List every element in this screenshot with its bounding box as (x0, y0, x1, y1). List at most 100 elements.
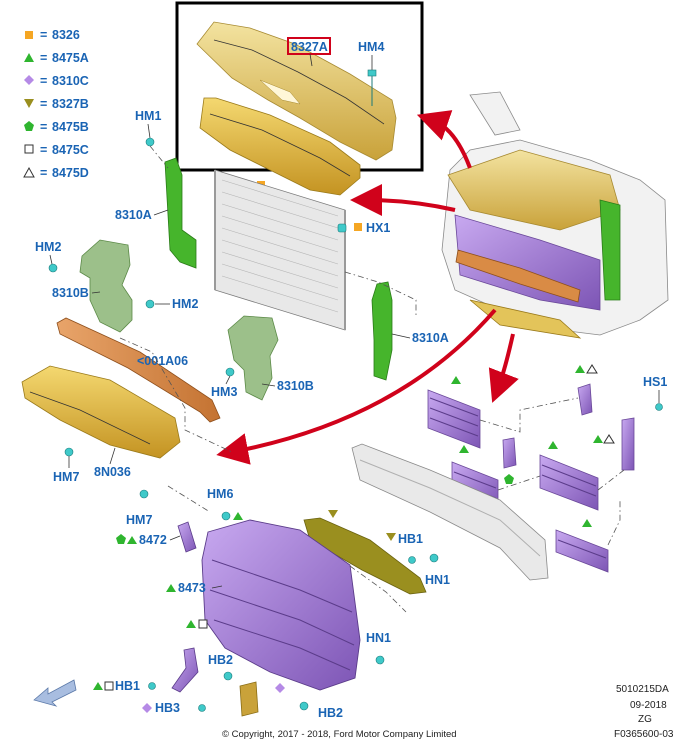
clip-hn1-icon (375, 655, 385, 665)
green-triangle-icon (451, 376, 461, 384)
side-bracket-8310a-left (164, 157, 197, 269)
green-triangle-icon (127, 536, 137, 544)
green-triangle-icon (24, 53, 34, 62)
olive-down-triangle-icon (386, 533, 396, 541)
orange-square-icon (354, 223, 362, 231)
purple-diamond-icon (275, 683, 285, 693)
label-hm2-b: HM2 (172, 297, 198, 311)
clip-hs1-icon (655, 403, 663, 411)
green-pentagon-icon (24, 121, 34, 131)
side-bracket-lower-left (171, 647, 199, 693)
ref-line-2: 09-2018 (630, 700, 667, 711)
purple-diamond-icon (142, 703, 152, 713)
clip-hb2-icon (299, 701, 309, 711)
vehicle-front-end (441, 91, 669, 339)
label-hm3: HM3 (211, 385, 237, 399)
label-001a06: <001A06 (137, 354, 188, 368)
legend-eq: = (40, 97, 47, 111)
legend-code-8475d: 8475D (52, 166, 89, 180)
label-hm7-a: HM7 (53, 470, 79, 484)
green-triangle-icon (233, 512, 243, 520)
label-8310a-left: 8310A (115, 208, 152, 222)
callout-arrow-upper (416, 110, 472, 169)
white-square-icon (104, 681, 114, 691)
legend-eq: = (40, 143, 47, 157)
legend-eq: = (40, 74, 47, 88)
clip-hb2-icon (223, 671, 233, 681)
copyright-notice: © Copyright, 2017 - 2018, Ford Motor Com… (222, 729, 457, 740)
green-triangle-icon (459, 445, 469, 453)
side-bracket-8310b-right (227, 315, 279, 401)
clip-hx1-icon (337, 223, 347, 233)
green-triangle-icon (593, 435, 603, 443)
shutter-frame-8473 (201, 519, 361, 691)
bumper-reinforcement (351, 443, 549, 581)
olive-down-triangle-icon (24, 99, 34, 108)
label-hn1-b: HN1 (366, 631, 391, 645)
green-triangle-icon (582, 519, 592, 527)
legend-code-8310c: 8310C (52, 74, 89, 88)
label-hb2-a: HB2 (208, 653, 233, 667)
label-8310b-left: 8310B (52, 286, 89, 300)
green-triangle-icon (548, 441, 558, 449)
legend-eq: = (40, 28, 47, 42)
label-8310a-right: 8310A (412, 331, 449, 345)
clip-hb3-icon (198, 704, 206, 712)
label-8327a: 8327A (291, 40, 328, 54)
green-pentagon-icon (116, 534, 126, 544)
white-square-icon (198, 619, 208, 629)
label-hx1: HX1 (366, 221, 390, 235)
white-square-icon (24, 144, 34, 154)
clip-hm4-icon (367, 69, 377, 106)
label-8310b-right: 8310B (277, 379, 314, 393)
label-hb2-b: HB2 (318, 706, 343, 720)
clip-hm7-icon (139, 489, 149, 499)
label-hm1: HM1 (135, 109, 161, 123)
label-hm6: HM6 (207, 487, 233, 501)
clip-hm2-icon (145, 299, 155, 309)
clip-hm3-icon (225, 367, 235, 377)
label-hs1: HS1 (643, 375, 667, 389)
legend-eq: = (40, 51, 47, 65)
green-pentagon-icon (504, 474, 514, 484)
legend-code-8326: 8326 (52, 28, 80, 42)
clip-hm2-icon (48, 263, 58, 273)
clip-hm1-icon (145, 137, 155, 147)
green-triangle-icon (93, 682, 103, 690)
olive-bracket (239, 681, 259, 717)
upper-deflector-8327a (196, 21, 397, 161)
label-hb3: HB3 (155, 701, 180, 715)
energy-absorber-001a06 (56, 317, 221, 423)
orange-square-icon (25, 31, 33, 39)
green-triangle-icon (575, 365, 585, 373)
label-8472: 8472 (139, 533, 167, 547)
label-8n036: 8N036 (94, 465, 131, 479)
legend: = 8326 = 8475A = 8310C = 8327B = 8475B =… (23, 28, 89, 180)
olive-down-triangle-icon (328, 510, 338, 518)
legend-code-8475a: 8475A (52, 51, 89, 65)
ref-line-3: ZG (638, 714, 652, 725)
green-triangle-icon (186, 620, 196, 628)
white-triangle-icon (23, 166, 35, 178)
side-bracket-8310a-right (371, 281, 393, 381)
callout-arrow-right (488, 333, 519, 403)
label-hm2-a: HM2 (35, 240, 61, 254)
radiator (214, 169, 346, 331)
lower-shield-8n036 (21, 365, 181, 459)
green-triangle-icon (166, 584, 176, 592)
clip-hm6-icon (221, 511, 231, 521)
legend-eq: = (40, 166, 47, 180)
view-direction-arrow-icon (33, 679, 77, 707)
callout-arrow-middle (350, 184, 456, 217)
label-hm4: HM4 (358, 40, 384, 54)
ref-line-4: F0365600-03 (614, 729, 674, 740)
label-hm7-b: HM7 (126, 513, 152, 527)
side-bracket-8310b-left (79, 239, 133, 333)
clip-hm7-icon (64, 447, 74, 457)
clip-hb1-icon (148, 682, 156, 690)
legend-code-8475c: 8475C (52, 143, 89, 157)
clip-hn1-icon (429, 553, 439, 563)
white-triangle-icon (603, 434, 615, 444)
highlight-box-8327a (287, 37, 331, 55)
